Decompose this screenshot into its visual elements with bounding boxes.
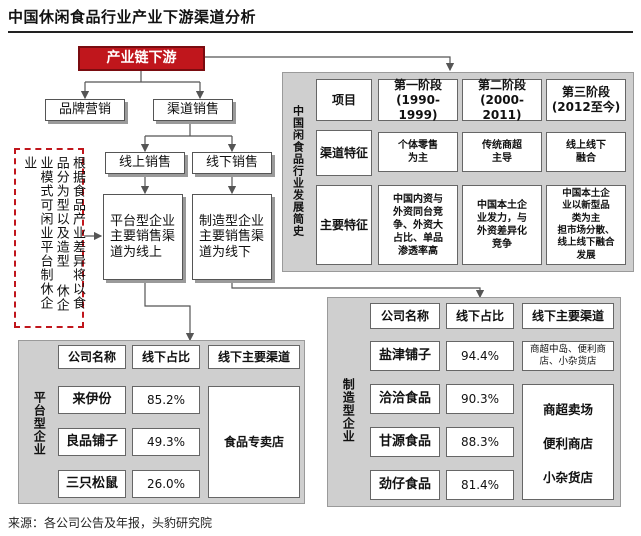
channel-supermarket: 商超卖场 <box>542 401 593 417</box>
manufacturing-pct-1: 94.4% <box>446 341 514 371</box>
platform-pct-3: 26.0% <box>132 470 200 498</box>
history-row-label-main: 主要特征 <box>316 185 372 265</box>
history-header-stage1: 第一阶段 (1990-1999) <box>378 78 458 122</box>
classification-note: 根据食品产业差异将以食品分为型以及造型 休企业模式可闲业平台制休企业 <box>14 148 85 328</box>
manufacturing-company-1: 盐津铺子 <box>370 341 440 371</box>
platform-company-3: 三只松鼠 <box>58 470 126 498</box>
manufacturing-header-company: 公司名称 <box>370 303 440 329</box>
platform-company-1: 来伊份 <box>58 386 126 414</box>
manufacturing-header-channel: 线下主要渠道 <box>522 303 614 329</box>
platform-pct-2: 49.3% <box>132 428 200 456</box>
manufacturing-enterprise-desc: 制造型企业主要销售渠道为线下 <box>192 194 272 280</box>
history-side-title-box: 中国闲食品行业发展简史 <box>287 76 309 266</box>
platform-header-channel: 线下主要渠道 <box>208 345 300 369</box>
manufacturing-pct-4: 81.4% <box>446 470 514 500</box>
manufacturing-pct-3: 88.3% <box>446 427 514 457</box>
history-main-stage1: 中国内资与 外资同台竞 争、外资大 占比、单品 渗透率高 <box>378 185 458 265</box>
manufacturing-pct-2: 90.3% <box>446 384 514 414</box>
downstream-root-node: 产业链下游 <box>78 46 205 71</box>
page-title: 中国休闲食品行业产业下游渠道分析 <box>8 8 257 26</box>
channel-sales-node: 渠道销售 <box>153 99 233 121</box>
offline-sales-node: 线下销售 <box>192 152 272 174</box>
manufacturing-company-3: 甘源食品 <box>370 427 440 457</box>
brand-marketing-node: 品牌营销 <box>45 99 125 121</box>
source-note: 来源：各公司公告及年报，头豹研究院 <box>8 516 213 530</box>
history-side-title: 中国闲食品行业发展简史 <box>291 105 305 237</box>
platform-header-company: 公司名称 <box>58 345 126 369</box>
manufacturing-company-2: 洽洽食品 <box>370 384 440 414</box>
platform-header-pct: 线下占比 <box>132 345 200 369</box>
history-header-stage2: 第二阶段 (2000-2011) <box>462 78 542 122</box>
platform-enterprise-desc: 平台型企业主要销售渠道为线上 <box>103 194 183 280</box>
history-row-label-channel: 渠道特征 <box>316 130 372 176</box>
manufacturing-company-4: 劲仔食品 <box>370 470 440 500</box>
platform-company-2: 良品铺子 <box>58 428 126 456</box>
manufacturing-side-label: 制造型企业 <box>341 377 356 443</box>
manufacturing-channel-1: 商超中岛、便利商店、小杂货店 <box>522 341 614 371</box>
history-header-stage3: 第三阶段 (2012至今) <box>546 79 626 121</box>
platform-channel-shared: 食品专卖店 <box>208 386 300 498</box>
platform-side-label-box: 平台型企业 <box>28 350 50 496</box>
title-divider <box>8 31 633 33</box>
manufacturing-header-pct: 线下占比 <box>446 303 514 329</box>
history-main-stage3: 中国本土企 业以新型品 类为主 担市场分散、 线上线下融合 发展 <box>546 185 626 265</box>
channel-convenience: 便利商店 <box>542 435 593 451</box>
history-header-item: 项目 <box>316 79 372 121</box>
history-main-stage2: 中国本土企 业发力，与 外资差异化 竞争 <box>462 185 542 265</box>
platform-pct-1: 85.2% <box>132 386 200 414</box>
history-channel-stage3: 线上线下 融合 <box>546 132 626 172</box>
manufacturing-side-label-box: 制造型企业 <box>337 320 359 500</box>
history-channel-stage2: 传统商超 主导 <box>462 132 542 172</box>
channel-grocery: 小杂货店 <box>542 469 593 485</box>
platform-side-label: 平台型企业 <box>32 390 47 456</box>
manufacturing-channel-shared: 商超卖场 便利商店 小杂货店 <box>522 384 614 500</box>
history-channel-stage1: 个体零售 为主 <box>378 132 458 172</box>
classification-note-text: 根据食品产业差异将以食品分为型以及造型 休企业模式可闲业平台制休企业 <box>21 156 85 312</box>
online-sales-node: 线上销售 <box>105 152 185 174</box>
